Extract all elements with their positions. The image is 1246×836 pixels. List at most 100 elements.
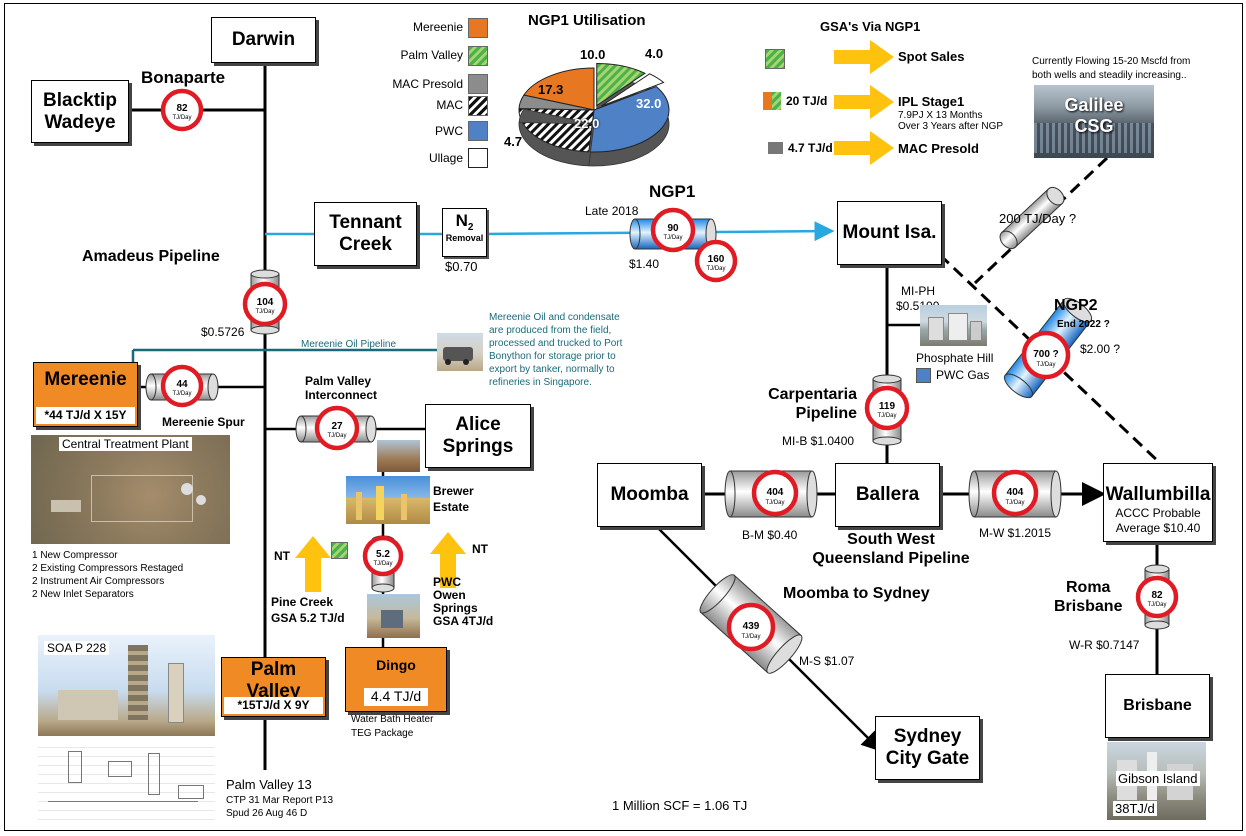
ngp1-capacity-value: 90	[667, 223, 679, 234]
ngp2-date: End 2022 ?	[1057, 319, 1110, 330]
legend-swatch-mereenie	[468, 18, 488, 38]
ngp1-utilisation-pie	[518, 62, 670, 167]
chart-title: NGP1 Utilisation	[528, 12, 646, 29]
mereenie-spur-pipe-end-left	[145, 373, 157, 401]
amadeus-capacity-unit: TJ/Day	[255, 309, 274, 315]
node-mereenie[interactable]: Mereenie *44 TJ/d X 15Y	[33, 362, 138, 427]
carpentaria-pipe-end-bottom	[872, 436, 902, 446]
moomba-sydney-capacity-unit: TJ/Day	[741, 634, 760, 640]
node-mount-isa[interactable]: Mount Isa.	[837, 201, 942, 265]
legend-label-pwc: PWC	[435, 124, 463, 138]
galilee-dashed	[973, 156, 1109, 285]
dingo-capacity-unit: TJ/Day	[373, 561, 392, 567]
alice-photo	[377, 440, 420, 472]
ngp1-name: NGP1	[649, 182, 696, 201]
swqp-name: South West Queensland Pipeline	[812, 531, 970, 567]
central-treatment-plant-photo: Central Treatment Plant	[31, 435, 230, 544]
pie-label-mac-presold: 4.7	[504, 134, 523, 149]
pie-slice-pwc	[588, 85, 670, 153]
amadeus-capacity-value: 104	[257, 297, 274, 308]
palm-valley-13: Palm Valley 13	[226, 777, 312, 792]
mereenie-spur-capacity-unit: TJ/Day	[172, 391, 191, 397]
mw-capacity-ring	[991, 469, 1039, 517]
gsa-arrow-ipl	[834, 85, 894, 119]
roma-brisbane-tariff: W-R $0.7147	[1069, 638, 1140, 652]
node-wallumbilla[interactable]: Wallumbilla ACCC Probable Average $10.40	[1103, 463, 1213, 542]
pie-label-palm-valley: 10.0	[580, 47, 606, 62]
legend-swatch-pwc	[468, 121, 488, 141]
gsa-spot-sales: Spot Sales	[898, 49, 965, 64]
pine-creek-swatch	[331, 542, 348, 559]
pwc-gas-swatch	[916, 368, 931, 383]
node-palm-valley[interactable]: Palm Valley *15TJ/d X 9Y	[221, 657, 326, 717]
galilee-pipe-end-b	[1046, 186, 1065, 206]
moomba-sydney-name: Moomba to Sydney	[783, 585, 930, 602]
pine-creek-arrow	[295, 536, 331, 592]
amadeus-pipe-end-bottom	[250, 325, 280, 335]
ngp2-capacity-value: 700 ?	[1033, 349, 1059, 360]
node-tennant-creek[interactable]: Tennant Creek	[314, 202, 417, 266]
gsa-title: GSA's Via NGP1	[820, 19, 921, 34]
carpentaria-capacity-value: 119	[879, 401, 896, 412]
gsa-swatch-mac-presold	[768, 142, 783, 154]
gsa-swatch-mereenie	[763, 92, 772, 110]
galilee-label: Galilee CSG	[1064, 95, 1124, 136]
node-ballera[interactable]: Ballera	[835, 463, 940, 527]
gsa-swatch-palm-valley-2	[772, 92, 781, 110]
legend-label-ullage: Ullage	[428, 151, 463, 165]
gsa-arrow-mac	[834, 131, 894, 165]
amadeus-capacity-ring	[242, 281, 288, 327]
node-dingo[interactable]: Dingo 4.4 TJ/d	[345, 647, 447, 712]
node-blacktip-wadeye[interactable]: Blacktip Wadeye	[31, 80, 129, 143]
ngp1-date: Late 2018	[585, 204, 639, 218]
carpentaria-tariff: MI-B $1.0400	[782, 434, 855, 448]
mereenie-oil-pipeline-name: Mereenie Oil Pipeline	[301, 339, 397, 350]
swqp-mw-tariff: M-W $1.2015	[979, 526, 1052, 540]
mereenie-label: Mereenie	[44, 369, 127, 390]
phosphate-hill-photo	[920, 305, 987, 346]
n2-removal-label: Removal	[445, 233, 484, 244]
node-sydney-city-gate[interactable]: Sydney City Gate	[875, 716, 980, 780]
legend-label-palm-valley: Palm Valley	[400, 48, 463, 62]
brewer-estate-label: Brewer Estate	[433, 484, 474, 514]
amadeus-tariff: $0.5726	[201, 325, 245, 339]
ngp2-capacity-unit: TJ/Day	[1036, 362, 1055, 368]
palm-valley-interconnect-name: Palm Valley Interconnect	[305, 374, 378, 402]
mereenie-gsa: *44 TJ/d X 15Y	[36, 407, 135, 424]
pwc-owen-arrow	[430, 532, 466, 588]
node-alice-springs[interactable]: Alice Springs	[425, 404, 531, 468]
node-brisbane[interactable]: Brisbane	[1105, 674, 1210, 738]
node-darwin[interactable]: Darwin	[211, 17, 316, 63]
pie-slice-mereenie	[523, 67, 595, 111]
bm-capacity-unit: TJ/Day	[765, 500, 784, 506]
ctp-item-2: 2 Existing Compressors Restaged	[32, 563, 184, 574]
galilee-photo: Galilee CSG	[1034, 85, 1154, 158]
gibson-island-photo: Gibson Island 38TJ/d	[1107, 742, 1206, 820]
ngp2-name: NGP2	[1054, 297, 1098, 314]
mereenie-oil-note: Mereenie Oil and condensate are produced…	[489, 312, 623, 388]
oil-truck-photo	[437, 333, 483, 371]
bonaparte-capacity-ring	[160, 88, 204, 132]
gsa-arrow-spot	[834, 40, 894, 74]
node-moomba[interactable]: Moomba	[597, 463, 702, 527]
ngp1-expansion-capacity-ring	[694, 239, 738, 283]
moomba-sydney-pipe-end-a	[699, 574, 736, 614]
mw-capacity-unit: TJ/Day	[1005, 500, 1024, 506]
dingo-capacity-value: 5.2	[376, 549, 390, 560]
ngp1-expansion-capacity-unit: TJ/Day	[706, 266, 725, 272]
moomba-sydney-tariff: M-S $1.07	[799, 654, 855, 668]
pwc-owen-nt: NT	[472, 542, 488, 556]
n2-tariff: $0.70	[445, 259, 478, 274]
pie-label-mac: 22.0	[574, 116, 600, 131]
gsa-swatch-palm-valley	[765, 49, 785, 69]
gsa-ipl-terms: 7.9PJ X 13 Months Over 3 Years after NGP	[898, 110, 1004, 132]
n2-formula: N	[455, 211, 468, 230]
node-n2-removal[interactable]: N2 Removal	[442, 208, 487, 257]
